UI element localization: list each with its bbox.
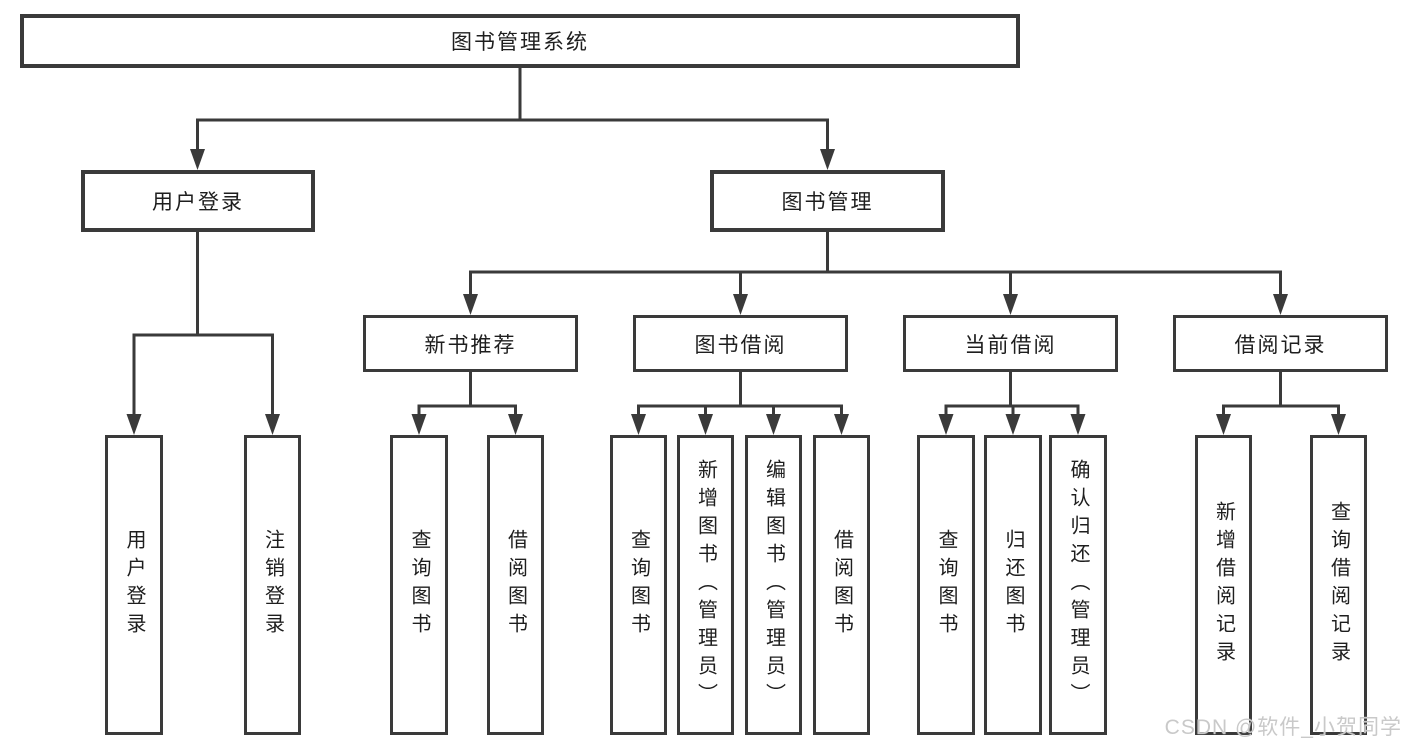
leaf-edit-book-admin: 编辑图书（管理员） — [745, 435, 802, 735]
leaf-query-borrow-record: 查询借阅记录 — [1310, 435, 1367, 735]
node-current-borrowing-label: 当前借阅 — [964, 333, 1057, 357]
node-user-login: 用户登录 — [81, 170, 315, 232]
arrow-head — [190, 149, 205, 170]
node-root: 图书管理系统 — [20, 14, 1020, 68]
node-borrow-records-label: 借阅记录 — [1234, 333, 1327, 357]
csdn-watermark: CSDN @软件_小贺同学 — [1164, 716, 1402, 739]
leaf-add-borrow-record-label: 新增借阅记录 — [1212, 501, 1235, 669]
node-user-login-label: 用户登录 — [152, 191, 244, 214]
leaf-rec-query-book: 查询图书 — [390, 435, 448, 735]
leaf-borrow-query-book: 查询图书 — [610, 435, 667, 735]
leaf-rec-borrow-book-label: 借阅图书 — [504, 529, 527, 641]
connector-path — [132, 66, 1340, 419]
arrow-head — [463, 294, 478, 315]
arrow-head — [1331, 414, 1346, 435]
arrow-head — [265, 414, 280, 435]
node-book-borrowing-label: 图书借阅 — [694, 333, 787, 357]
leaf-user-login: 用户登录 — [105, 435, 163, 735]
leaf-user-login-label: 用户登录 — [123, 529, 145, 641]
node-book-borrowing: 图书借阅 — [633, 315, 848, 372]
leaf-current-query-book-label: 查询图书 — [935, 529, 957, 641]
leaf-add-book-admin: 新增图书（管理员） — [677, 435, 734, 735]
arrow-head — [1005, 414, 1021, 435]
leaf-return-book: 归还图书 — [984, 435, 1042, 735]
arrow-head — [508, 414, 523, 435]
leaf-query-borrow-record-label: 查询借阅记录 — [1327, 501, 1350, 669]
arrow-head — [1273, 294, 1288, 315]
leaf-confirm-return-admin-label: 确认归还（管理员） — [1067, 459, 1089, 711]
arrow-head — [411, 414, 427, 435]
arrow-head — [1070, 414, 1086, 435]
arrow-head — [733, 294, 748, 315]
node-borrow-records: 借阅记录 — [1173, 315, 1388, 372]
arrow-head — [938, 414, 954, 435]
node-book-management-label: 图书管理 — [781, 191, 874, 214]
node-book-management: 图书管理 — [710, 170, 945, 232]
node-root-label: 图书管理系统 — [451, 31, 589, 54]
arrow-head — [698, 414, 713, 435]
node-new-book-recommend: 新书推荐 — [363, 315, 578, 372]
leaf-borrow-query-book-label: 查询图书 — [627, 529, 650, 641]
leaf-current-query-book: 查询图书 — [917, 435, 975, 735]
leaf-logout: 注销登录 — [244, 435, 301, 735]
leaf-borrow-borrow-book-label: 借阅图书 — [830, 529, 853, 641]
leaf-edit-book-admin-label: 编辑图书（管理员） — [762, 459, 785, 711]
arrow-head — [1003, 294, 1018, 315]
arrow-head — [820, 149, 835, 170]
leaf-borrow-borrow-book: 借阅图书 — [813, 435, 870, 735]
arrow-head — [834, 414, 849, 435]
node-new-book-recommend-label: 新书推荐 — [424, 333, 517, 357]
arrow-head — [126, 414, 142, 435]
node-current-borrowing: 当前借阅 — [903, 315, 1118, 372]
arrow-head — [766, 414, 781, 435]
leaf-rec-borrow-book: 借阅图书 — [487, 435, 544, 735]
leaf-rec-query-book-label: 查询图书 — [408, 529, 430, 641]
arrow-head — [1216, 414, 1231, 435]
leaf-add-borrow-record: 新增借阅记录 — [1195, 435, 1252, 735]
arrow-head — [631, 414, 646, 435]
leaf-return-book-label: 归还图书 — [1002, 529, 1024, 641]
leaf-add-book-admin-label: 新增图书（管理员） — [694, 459, 717, 711]
leaf-logout-label: 注销登录 — [261, 529, 284, 641]
leaf-confirm-return-admin: 确认归还（管理员） — [1049, 435, 1107, 735]
